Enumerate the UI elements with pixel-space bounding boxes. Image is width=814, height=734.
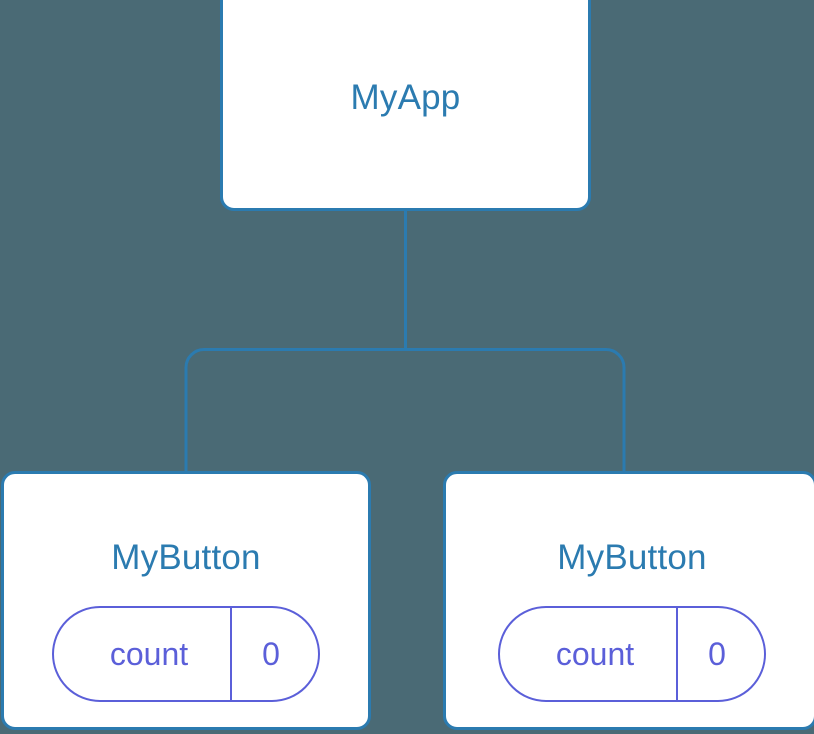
state-pill-key: count [555, 636, 635, 672]
node-content: MyButton count 0 [446, 499, 814, 702]
tree-node-mybutton-0[interactable]: MyButton count 0 [1, 471, 371, 730]
state-pill-value: 0 [262, 636, 280, 672]
tree-node-root[interactable]: MyApp [220, 0, 591, 211]
node-title-mybutton: MyButton [111, 538, 261, 577]
node-title-mybutton: MyButton [557, 538, 707, 577]
state-pill-divider [230, 608, 232, 700]
node-title-myapp: MyApp [350, 78, 461, 117]
state-pill-count[interactable]: count 0 [498, 606, 766, 702]
connector-branch-left [184, 348, 406, 474]
tree-node-mybutton-1[interactable]: MyButton count 0 [443, 471, 814, 730]
state-pill-count[interactable]: count 0 [52, 606, 320, 702]
node-content: MyButton count 0 [4, 499, 368, 702]
state-pill-value: 0 [708, 636, 726, 672]
state-pill-divider [676, 608, 678, 700]
state-pill-key: count [109, 636, 189, 672]
connector-branch-right [405, 348, 626, 474]
